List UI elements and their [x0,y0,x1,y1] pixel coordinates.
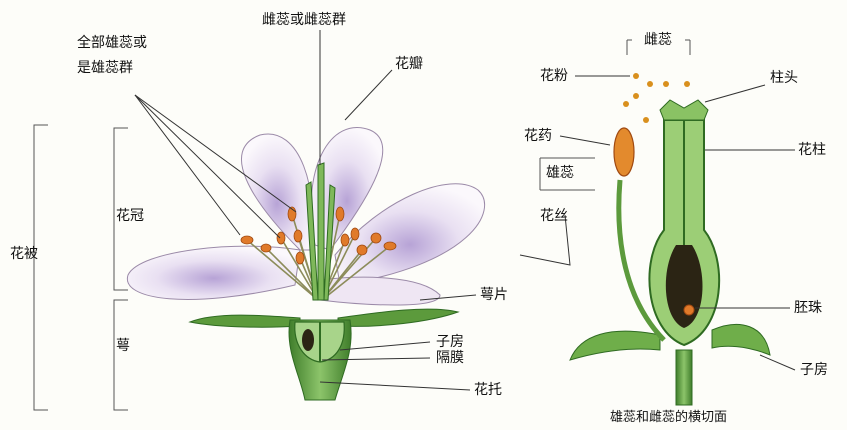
label-ovary-right: 子房 [800,362,828,378]
ovule [684,305,694,315]
right-stigma [660,100,708,120]
label-ovary-left: 子房 [436,334,464,350]
label-ovule: 胚珠 [794,300,822,316]
label-septum: 隔膜 [436,350,464,366]
right-anther [614,128,634,176]
label-petal: 花瓣 [395,56,423,72]
ovary-cavity [302,329,314,351]
label-pistil-or-gynoecium: 雌蕊或雌蕊群 [262,12,346,28]
caption: 雄蕊和雌蕊的横切面 [610,410,727,426]
label-calyx: 萼 [116,338,130,354]
right-sepal-right [712,324,770,355]
sepal-left [190,315,300,327]
label-receptacle: 花托 [474,382,502,398]
petal-left [127,246,300,299]
label-pollen: 花粉 [540,68,568,84]
label-filament: 花丝 [540,208,568,224]
label-corolla: 花冠 [116,208,144,224]
label-anther: 花药 [524,128,552,144]
label-style: 花柱 [798,142,826,158]
label-perianth: 花被 [10,246,38,262]
label-sepal: 萼片 [480,287,508,303]
label-all-stamens-2: 是雄蕊群 [77,60,133,76]
right-pedicel [676,350,692,405]
label-stamen: 雄蕊 [546,165,574,181]
label-stigma: 柱头 [770,70,798,86]
right-sepal-left [570,331,660,360]
sepal-right [338,309,458,326]
right-diagram [570,73,770,405]
left-flower [127,128,484,400]
label-pistil-top: 雌蕊 [644,32,672,48]
label-all-stamens: 全部雄蕊或 [77,35,147,51]
petal-upper-left [241,134,312,250]
